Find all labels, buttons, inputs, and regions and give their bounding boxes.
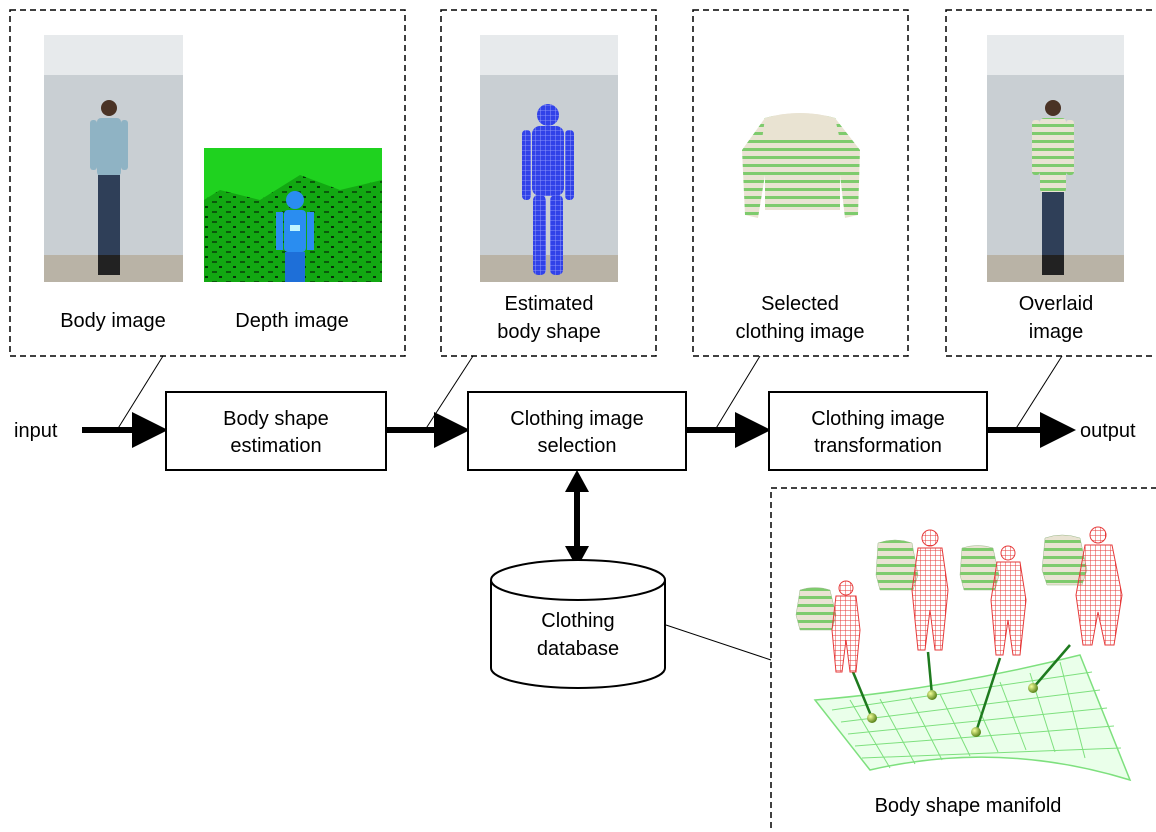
- database-line1: Clothing: [541, 610, 614, 632]
- manifold-sample-4: [1041, 526, 1123, 646]
- leader-input: [116, 355, 164, 431]
- overlaid-image-panel: [945, 9, 1156, 357]
- overlaid-photo: [987, 35, 1124, 282]
- step1-line2: estimation: [230, 435, 321, 457]
- step2-line2: selection: [538, 435, 617, 457]
- manifold-label: Body shape manifold: [875, 795, 1062, 817]
- database-link-arrow: [565, 470, 589, 568]
- body-image-photo: [44, 35, 183, 282]
- database-line2: database: [537, 638, 619, 660]
- leader-selected: [714, 355, 761, 431]
- leader-overlaid: [1014, 355, 1063, 431]
- selected-label-line1: Selected: [761, 293, 839, 315]
- depth-image: [204, 148, 382, 282]
- step1-line1: Body shape: [223, 408, 329, 430]
- body-image-label: Body image: [60, 310, 166, 332]
- leader-database: [665, 624, 772, 661]
- overlaid-label-line2: image: [1029, 321, 1083, 343]
- step3-line2: transformation: [814, 435, 942, 457]
- manifold-sample-1: [795, 580, 861, 673]
- sweater-image: [742, 113, 860, 218]
- depth-image-label: Depth image: [235, 310, 348, 332]
- leader-estimated: [424, 355, 474, 431]
- estimated-label-line1: Estimated: [505, 293, 594, 315]
- manifold-surface: [813, 654, 1132, 782]
- clothing-selection-box: [467, 391, 687, 471]
- clothing-database-cylinder: [490, 559, 666, 689]
- manifold-pins: [851, 644, 1071, 737]
- manifold-sample-2: [875, 529, 949, 651]
- body-shape-estimation-box: [165, 391, 387, 471]
- estimated-label-line2: body shape: [497, 321, 600, 343]
- step3-line1: Clothing image: [811, 408, 944, 430]
- input-label: input: [14, 420, 58, 442]
- manifold-panel: [770, 487, 1156, 832]
- overlaid-label-line1: Overlaid: [1019, 293, 1093, 315]
- manifold-sample-3: [959, 545, 1027, 656]
- step2-line1: Clothing image: [510, 408, 643, 430]
- clothing-transformation-box: [768, 391, 988, 471]
- estimated-body-photo: [480, 35, 618, 282]
- selected-label-line2: clothing image: [736, 321, 865, 343]
- output-label: output: [1080, 420, 1136, 442]
